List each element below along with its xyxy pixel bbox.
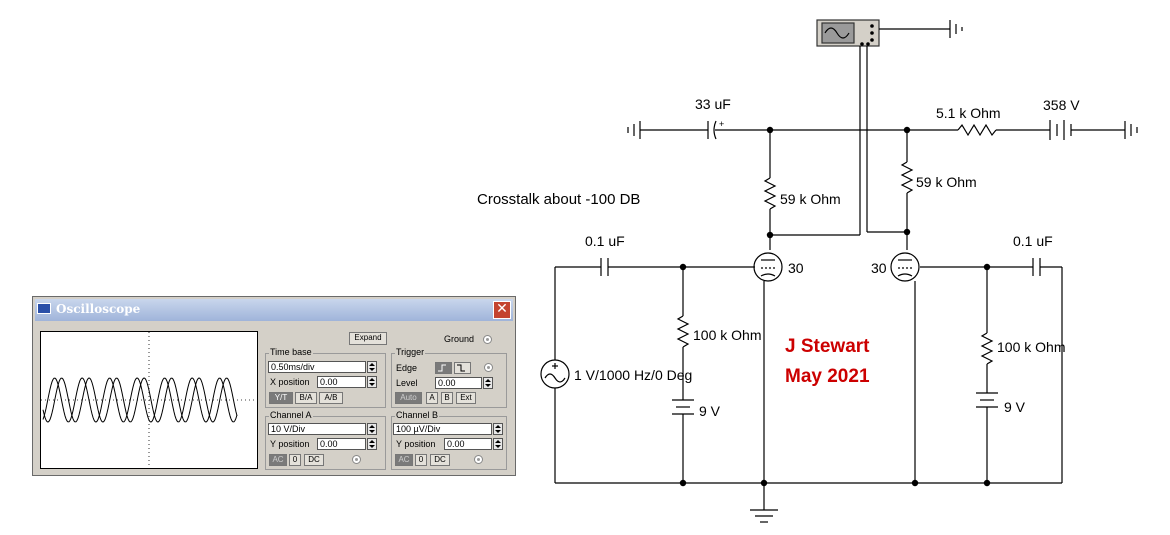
channel-b-group (391, 416, 507, 470)
channel-b-ac-button[interactable]: AC (395, 454, 413, 466)
ac-source-label: 1 V/1000 Hz/0 Deg (574, 367, 693, 383)
ground-terminal[interactable] (483, 335, 492, 344)
channel-b-ypos-label: Y position (396, 439, 436, 449)
channel-a-dc-button[interactable]: DC (304, 454, 324, 466)
channel-b-scale-field[interactable]: 100 µV/Div (393, 423, 492, 435)
channel-a-terminal[interactable] (352, 455, 361, 464)
ba-mode-button[interactable]: B/A (295, 392, 317, 404)
trigger-group (391, 353, 507, 408)
trigger-a-button[interactable]: A (426, 392, 438, 404)
bias-battery-left-label: 9 V (699, 403, 721, 419)
channel-b-ypos-spinner[interactable] (493, 438, 503, 450)
rising-edge-icon[interactable] (435, 362, 452, 374)
channel-b-zero-button[interactable]: 0 (415, 454, 427, 466)
oscilloscope-screen (40, 331, 258, 469)
trigger-terminal[interactable] (484, 363, 493, 372)
timebase-label: Time base (269, 347, 313, 357)
oscilloscope-title: Oscilloscope (56, 302, 141, 316)
channel-a-zero-button[interactable]: 0 (289, 454, 301, 466)
channel-b-terminal[interactable] (474, 455, 483, 464)
timebase-spinner[interactable] (367, 361, 377, 373)
level-field[interactable]: 0.00 (435, 377, 482, 389)
bias-battery-right-label: 9 V (1004, 399, 1026, 415)
channel-a-ypos-label: Y position (270, 439, 310, 449)
channel-b-ypos-field[interactable]: 0.00 (444, 438, 492, 450)
channel-a-label: Channel A (269, 410, 313, 420)
trigger-ext-button[interactable]: Ext (456, 392, 476, 404)
channel-a-ac-button[interactable]: AC (269, 454, 287, 466)
channel-b-dc-button[interactable]: DC (430, 454, 450, 466)
grid-resistor-right-label: 100 k Ohm (997, 339, 1066, 355)
x-position-spinner[interactable] (367, 376, 377, 388)
resistor-5k1-label: 5.1 k Ohm (936, 105, 1001, 121)
waveform-display (41, 332, 257, 468)
channel-a-ypos-spinner[interactable] (367, 438, 377, 450)
expand-button[interactable]: Expand (349, 332, 387, 345)
level-label: Level (396, 378, 418, 388)
oscilloscope-titlebar[interactable]: Oscilloscope ✕ (35, 299, 513, 321)
ground-label: Ground (444, 334, 475, 344)
channel-a-scale-field[interactable]: 10 V/Div (268, 423, 366, 435)
falling-edge-icon[interactable] (454, 362, 471, 374)
channel-b-label: Channel B (395, 410, 440, 420)
x-position-label: X position (270, 377, 310, 387)
channel-a-trace (42, 377, 238, 423)
timebase-group (265, 353, 386, 408)
scope-instrument-icon[interactable] (816, 19, 880, 47)
auto-trigger-button[interactable]: Auto (395, 392, 422, 404)
capacitor-33uf-label: 33 uF (695, 96, 731, 112)
grid-resistor-left-label: 100 k Ohm (693, 327, 762, 343)
plate-resistor-left-label: 59 k Ohm (780, 191, 841, 207)
plate-resistor-right-label: 59 k Ohm (916, 174, 977, 190)
channel-b-scale-spinner[interactable] (493, 423, 503, 435)
trigger-label: Trigger (395, 347, 426, 357)
tube-right-label: 30 (871, 260, 887, 276)
ab-mode-button[interactable]: A/B (319, 392, 343, 404)
date-signature: May 2021 (785, 366, 870, 387)
level-spinner[interactable] (483, 377, 493, 389)
edge-label: Edge (396, 363, 418, 373)
window-icon (37, 303, 51, 314)
crosstalk-note: Crosstalk about -100 DB (477, 191, 641, 208)
coupling-cap-left-label: 0.1 uF (585, 233, 625, 249)
channel-a-ypos-field[interactable]: 0.00 (317, 438, 366, 450)
trigger-b-button[interactable]: B (441, 392, 453, 404)
x-position-field[interactable]: 0.00 (317, 376, 366, 388)
channel-a-scale-spinner[interactable] (367, 423, 377, 435)
author-signature: J Stewart (785, 336, 870, 357)
close-button[interactable]: ✕ (493, 301, 511, 319)
tube-left-label: 30 (788, 260, 804, 276)
svg-text:+: + (719, 119, 724, 129)
timebase-field[interactable]: 0.50ms/div (268, 361, 366, 373)
yt-mode-button[interactable]: Y/T (269, 392, 293, 404)
channel-b-trace (42, 377, 238, 423)
battery-358v-label: 358 V (1043, 97, 1080, 113)
channel-a-group (265, 416, 386, 470)
coupling-cap-right-label: 0.1 uF (1013, 233, 1053, 249)
oscilloscope-window[interactable]: Oscilloscope ✕ Expand Ground Time base 0… (32, 296, 516, 476)
